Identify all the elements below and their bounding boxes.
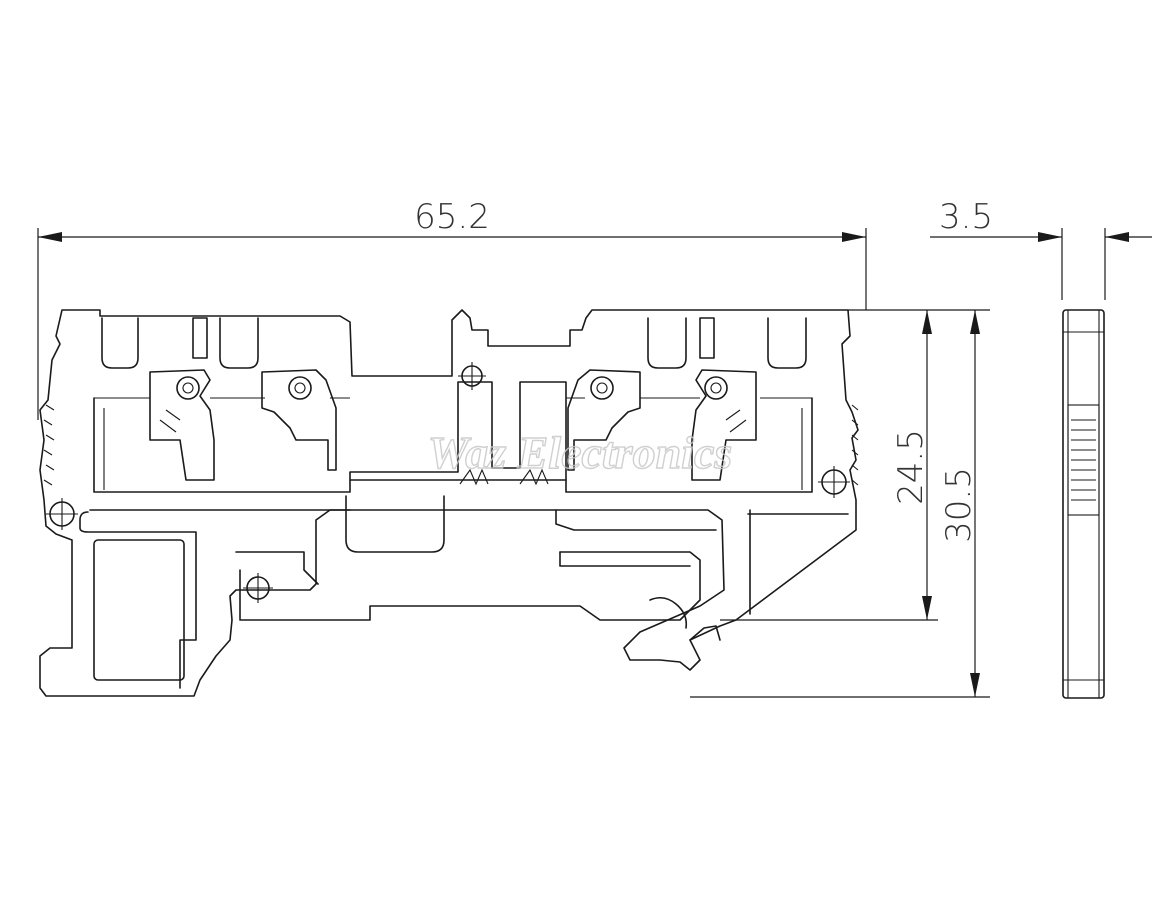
watermark-text: Waz Electronics [428,427,733,478]
hole-right [818,466,850,498]
spring-clamp-1 [149,369,215,481]
spring-clamp-3 [567,369,641,471]
spring-clamp-4 [691,369,757,481]
dimension-height-rail-label: 24.5 [891,429,931,505]
hole-center [458,362,486,390]
dimension-height-rail: 24.5 [720,309,990,621]
dimension-thickness-label: 3.5 [939,197,993,237]
dimension-total-height: 30.5 [690,310,990,698]
dimension-length: 65.2 [37,197,867,420]
terminal-block-body [39,309,859,697]
hole-bottom [243,573,273,603]
dimension-length-label: 65.2 [414,197,490,237]
hole-left [46,498,78,530]
side-view [1062,309,1105,699]
spring-clamp-2 [261,369,337,471]
dimension-thickness: 3.5 [930,197,1152,300]
dimension-total-height-label: 30.5 [939,467,979,543]
